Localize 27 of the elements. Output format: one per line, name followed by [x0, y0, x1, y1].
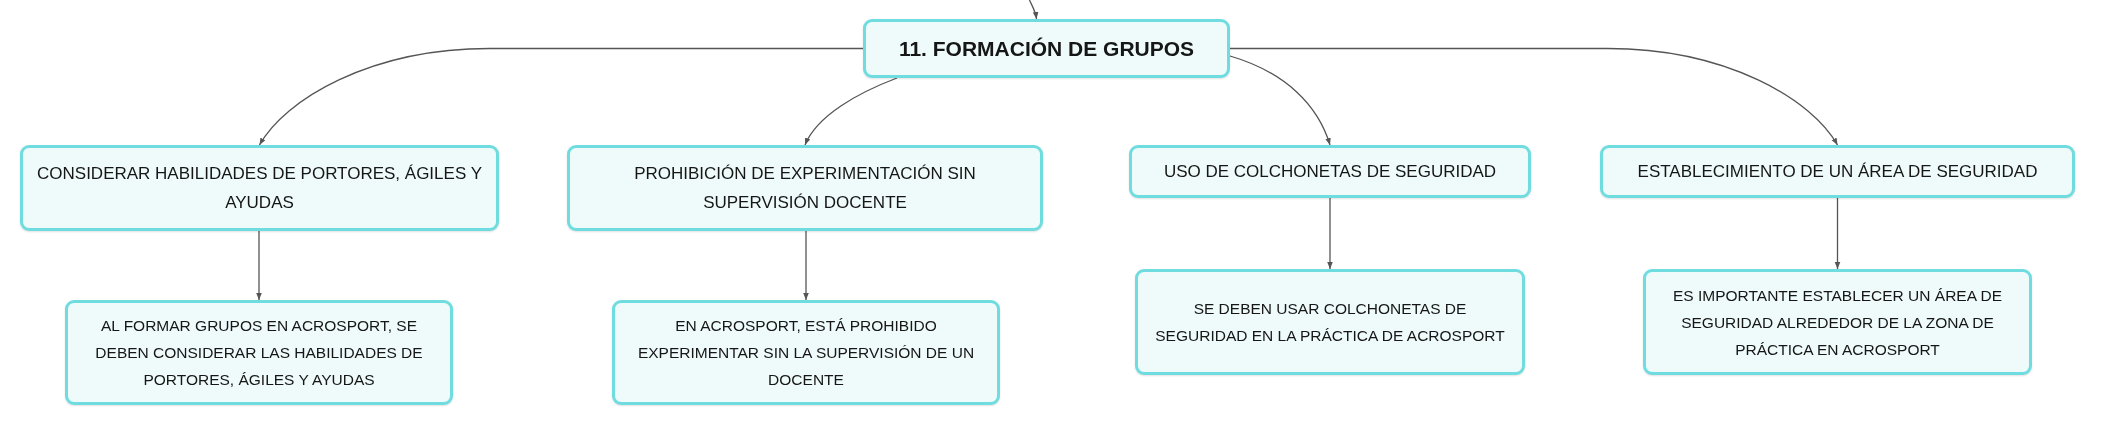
connector-arrow	[1229, 55, 1331, 146]
connector-arrow	[1327, 197, 1333, 270]
subtopic-text: PROHIBICIÓN DE EXPERIMENTACIÓN SIN SUPERVISIÓN DOCENTE	[633, 163, 977, 214]
detail-box	[612, 300, 1000, 405]
subtopic-box	[1600, 145, 2075, 198]
subtopic-text: ESTABLECIMIENTO DE UN ÁREA DE SEGURIDAD	[1637, 161, 2038, 183]
connector-arrow	[1229, 47, 1839, 146]
connector-arrow	[1028, 0, 1039, 20]
detail-box	[1135, 269, 1525, 375]
detail-text: EN ACROSPORT, ESTÁ PROHIBIDO EXPERIMENTAR SIN LA SUPERVISIÓN DE UN DOCENTE	[636, 316, 976, 390]
subtopic-box	[1129, 145, 1531, 198]
detail-text: AL FORMAR GRUPOS EN ACROSPORT, SE DEBEN CONSIDERAR LAS HABILIDADES DE PORTORES, ÁGILES Y AYUDAS	[94, 316, 424, 390]
connector-arrow	[1834, 197, 1841, 270]
detail-text: ES IMPORTANTE ESTABLECER UN ÁREA DE SEGURIDAD ALREDEDOR DE LA ZONA DE PRÁCTICA EN ACROSPORT	[1672, 285, 2003, 360]
connector-arrow	[256, 230, 262, 301]
topic-title: 11. FORMACIÓN DE GRUPOS	[898, 35, 1195, 62]
detail-box	[1643, 269, 2032, 375]
connector-arrow	[804, 77, 898, 146]
connector-arrow	[803, 230, 809, 301]
connector-arrow	[258, 47, 864, 146]
subtopic-box	[567, 145, 1043, 231]
subtopic-text: USO DE COLCHONETAS DE SEGURIDAD	[1163, 161, 1497, 183]
subtopic-box	[20, 145, 499, 231]
subtopic-text: CONSIDERAR HABILIDADES DE PORTORES, ÁGILES Y AYUDAS	[36, 163, 483, 214]
central-topic-box	[863, 19, 1230, 78]
detail-box	[65, 300, 453, 405]
detail-text: SE DEBEN USAR COLCHONETAS DE SEGURIDAD EN LA PRÁCTICA DE ACROSPORT	[1154, 299, 1506, 346]
